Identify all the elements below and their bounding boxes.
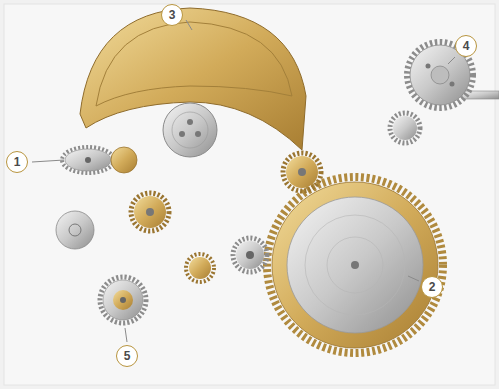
callout-number: 1	[14, 156, 21, 168]
callout-circle: 3	[161, 4, 183, 26]
panel	[4, 4, 495, 385]
callout-circle: 1	[6, 151, 28, 173]
gear-train-wheel	[100, 277, 146, 323]
rotor-plate	[80, 8, 306, 157]
callout-number: 4	[463, 40, 470, 52]
callout-number: 5	[124, 350, 131, 362]
callout-circle: 4	[455, 35, 477, 57]
callout-circle: 5	[116, 345, 138, 367]
leader-lines	[32, 20, 455, 342]
small-gears	[56, 113, 420, 282]
callout-number: 3	[169, 9, 176, 21]
callout-circle: 2	[421, 276, 443, 298]
escapement-part	[62, 147, 137, 173]
main-wheel	[267, 177, 443, 353]
callout-number: 2	[429, 281, 436, 293]
